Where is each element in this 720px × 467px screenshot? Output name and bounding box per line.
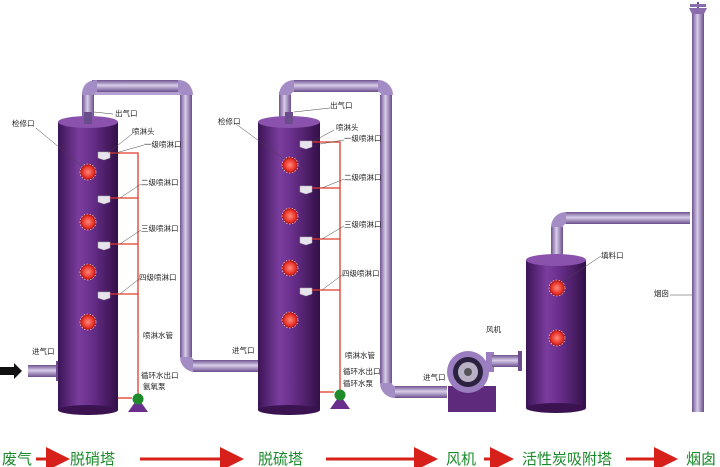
label-t1-nozzle: 喷淋头 <box>132 126 155 136</box>
carbon-pipe <box>551 212 690 260</box>
tower2-inlet-pipe <box>204 360 260 372</box>
label-t2-spray1: 一级喷淋口 <box>344 133 382 143</box>
tower1-pump <box>128 393 148 412</box>
tower1-spray-nozzles <box>97 151 111 301</box>
label-chimney: 烟囱 <box>654 288 669 298</box>
flow-step-denitration: 脱硝塔 <box>70 450 115 467</box>
tower2-manholes <box>281 156 299 329</box>
tower2-spray-water-pipe <box>312 141 341 393</box>
desulfurization-tower <box>258 112 320 415</box>
label-fan-inlet: 进气口 <box>423 372 446 382</box>
exhaust-inlet-arrow-icon <box>0 363 22 379</box>
label-t1-pipe: 喷淋水管 <box>143 330 173 340</box>
label-t1-inspection: 检修口 <box>12 118 35 128</box>
label-t2-pump: 循环水泵 <box>343 378 373 388</box>
flow-step-chimney: 烟囱 <box>686 450 716 467</box>
tower1-spray-water-pipe <box>110 152 139 399</box>
chimney <box>689 2 707 412</box>
label-t2-spray2: 二级喷淋口 <box>344 172 382 182</box>
label-t1-pump: 氨氧泵 <box>143 381 166 391</box>
tower2-exhaust-pipe <box>279 80 447 398</box>
fan <box>447 351 522 412</box>
label-t1-spray4: 四级喷淋口 <box>139 272 177 282</box>
label-t1-inlet: 进气口 <box>32 346 55 356</box>
tower1-inlet-pipe <box>0 361 60 381</box>
tower2-spray-nozzles <box>299 140 313 297</box>
activated-carbon-tower <box>526 254 586 413</box>
label-t1-water-out: 循环水出口 <box>141 370 179 380</box>
flow-step-carbon: 活性炭吸附塔 <box>522 450 612 467</box>
flow-step-desulfurization: 脱硫塔 <box>258 450 303 467</box>
label-t1-spray2: 二级喷淋口 <box>141 177 179 187</box>
flow-step-exhaust: 废气 <box>2 450 32 467</box>
label-t1-spray3: 三级喷淋口 <box>141 223 179 233</box>
leader-lines <box>35 107 692 296</box>
label-t2-inspection: 检修口 <box>218 116 241 126</box>
label-t2-pipe: 喷淋水管 <box>345 350 375 360</box>
label-t2-nozzle: 喷淋头 <box>336 122 359 132</box>
label-t2-spray3: 三级喷淋口 <box>344 219 382 229</box>
label-packing: 填料口 <box>601 250 624 260</box>
process-flow: 废气 脱硝塔 脱硫塔 风机 活性炭吸附塔 烟囱 <box>2 447 716 467</box>
label-t2-inlet: 进气口 <box>232 345 255 355</box>
flow-step-fan: 风机 <box>446 450 476 467</box>
label-t1-spray1: 一级喷淋口 <box>144 139 182 149</box>
label-t2-water-out: 循环水出口 <box>343 366 381 376</box>
tower2-pump <box>330 389 350 409</box>
tower1-manholes <box>79 163 97 331</box>
denitration-tower <box>58 112 118 415</box>
label-fan: 风机 <box>486 324 501 334</box>
label-t2-spray4: 四级喷淋口 <box>342 268 380 278</box>
label-t2-outlet: 出气口 <box>330 100 353 110</box>
label-t1-outlet: 出气口 <box>115 108 138 118</box>
